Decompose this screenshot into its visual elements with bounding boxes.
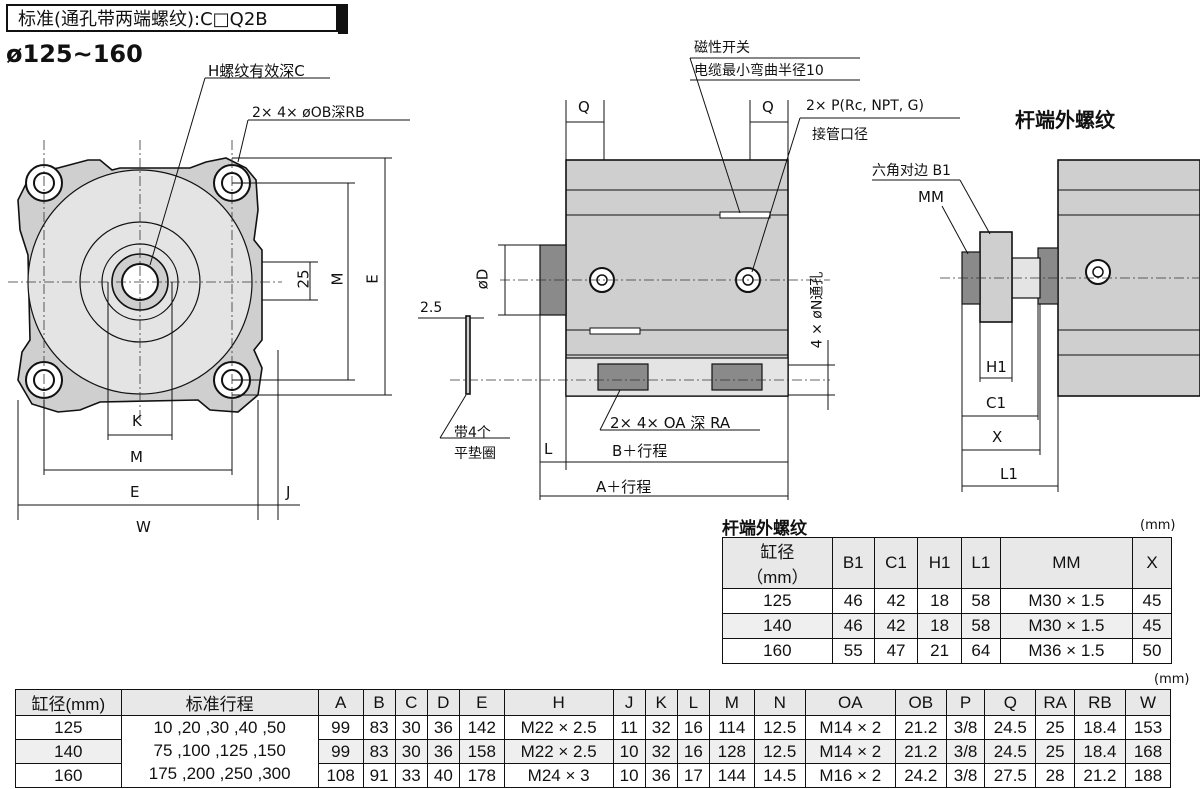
main-col-header: Q [984, 689, 1037, 716]
page-title: 标准(通孔带两端螺纹):C□Q2B [6, 4, 338, 32]
dim-k: K [132, 412, 142, 430]
front-view [8, 77, 410, 520]
switch-label-2: 电缆最小弯曲半径10 [694, 63, 824, 79]
main-col-header: M [708, 689, 755, 716]
main-col-header: RB [1073, 689, 1127, 716]
main-col-header: A [317, 689, 364, 716]
title-bar-decoration [338, 4, 348, 34]
technical-drawing [8, 57, 1200, 520]
rod-end-view [872, 159, 1200, 492]
dim-j: J [286, 483, 291, 501]
main-col-header: K [644, 689, 678, 716]
main-col-header: 标准行程 [120, 689, 319, 716]
rod-col-l1: L1 [960, 537, 1001, 589]
label-ob-hole: 2× 4× øOB深RB [252, 105, 365, 121]
main-col-header: B [362, 689, 396, 716]
bore-range: ø125~160 [6, 40, 143, 68]
main-col-header: D [426, 689, 460, 716]
dim-e-vertical: E [363, 274, 382, 284]
main-col-header: E [458, 689, 505, 716]
washer-label-1: 带4个 [454, 425, 491, 441]
switch-label-1: 磁性开关 [694, 40, 750, 56]
side-view [418, 57, 960, 500]
main-col-header: OA [804, 689, 896, 716]
dim-c1: C1 [986, 394, 1007, 412]
main-col-header: RA [1035, 689, 1075, 716]
label-oa: 2× 4× OA 深 RA [610, 414, 731, 432]
rod-table-caption: 杆端外螺纹 [722, 519, 807, 539]
port-label-1: 2× P(Rc, NPT, G) [806, 98, 924, 114]
rod-col-b1: B1 [831, 537, 875, 589]
dim-n-holes: 4 × øN通孔 [809, 271, 826, 349]
hex-nut [979, 231, 1013, 323]
dim-e-horizontal: E [130, 483, 140, 501]
dim-m-vertical: M [328, 272, 347, 286]
washer-label-2: 平垫圈 [454, 446, 496, 462]
main-col-header: H [503, 689, 614, 716]
main-col-header: P [945, 689, 986, 716]
dim-m-horizontal: M [130, 448, 143, 466]
rod-col-bore: 缸径（mm） [722, 537, 833, 589]
main-col-header: OB [894, 689, 947, 716]
dim-2-5: 2.5 [420, 300, 443, 316]
dim-h1: H1 [986, 358, 1007, 376]
rod-col-c1: C1 [873, 537, 919, 589]
washer [465, 315, 471, 395]
dim-q-left: Q [578, 98, 590, 116]
main-table-unit: (mm) [1154, 672, 1190, 687]
main-col-header: W [1125, 689, 1171, 716]
dim-a-stroke: A＋行程 [596, 478, 652, 496]
dim-w: W [136, 518, 151, 536]
dim-25: 25 [294, 269, 313, 289]
main-col-header: 缸径(mm) [15, 689, 122, 716]
main-col-header: N [753, 689, 806, 716]
main-col-header: J [612, 689, 646, 716]
dim-b-stroke: B＋行程 [612, 442, 668, 460]
mm-label: MM [918, 188, 944, 206]
rod-table-unit: (mm) [1140, 518, 1176, 533]
dim-l1: L1 [1000, 465, 1018, 483]
main-col-header: L [676, 689, 710, 716]
main-col-header: C [394, 689, 428, 716]
dim-d: øD [473, 268, 492, 290]
dim-l: L [544, 440, 553, 458]
rod-thread-heading: 杆端外螺纹 [1015, 108, 1115, 132]
dim-q-right: Q [762, 98, 774, 116]
port-label-2: 接管口径 [812, 127, 868, 143]
rod-col-h1: H1 [917, 537, 962, 589]
dim-x: X [992, 428, 1003, 446]
hex-flat-label: 六角对边 B1 [872, 163, 951, 179]
rod-col-x: X [1131, 537, 1173, 589]
rod-col-mm: MM [999, 537, 1133, 589]
label-h-thread: H螺纹有效深C [208, 62, 305, 80]
